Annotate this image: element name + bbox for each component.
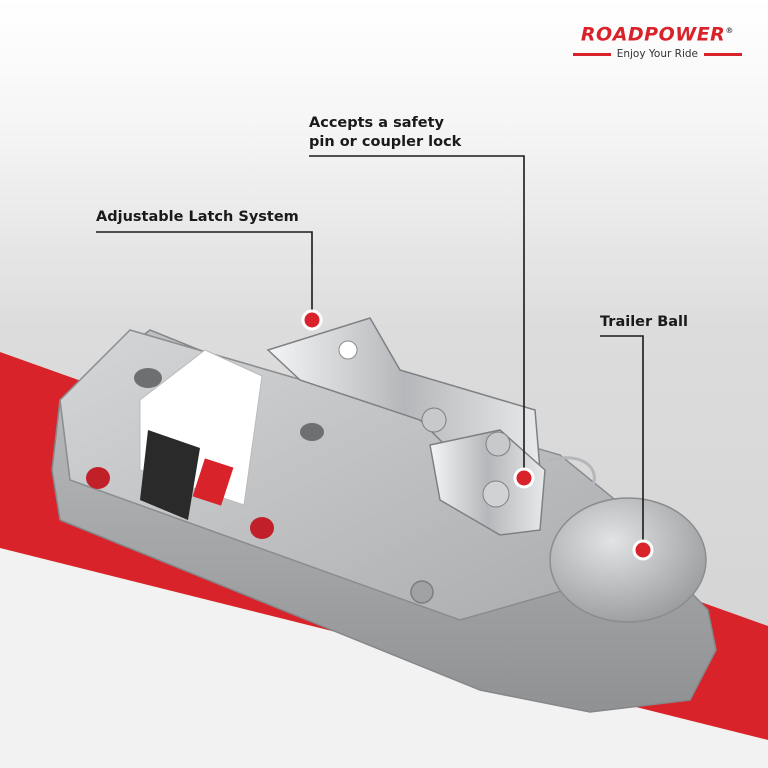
lock-pin xyxy=(482,480,510,508)
callout-safety-pin: Accepts a safety pin or coupler lock xyxy=(309,114,461,152)
product-label xyxy=(139,349,263,520)
callout-trailer-ball: Trailer Ball xyxy=(600,314,688,330)
side-hole xyxy=(86,467,110,489)
brand-name: ROADPOWER® xyxy=(580,23,734,46)
callout-safety-line2: pin or coupler lock xyxy=(309,134,462,150)
ball-housing xyxy=(549,497,707,623)
callout-latch-system: Adjustable Latch System xyxy=(96,209,299,225)
marker-ball xyxy=(632,539,654,561)
tube-hole xyxy=(134,368,162,388)
brand-tagline: Enjoy Your Ride xyxy=(616,48,698,61)
latch-mechanism xyxy=(429,429,546,536)
latch-bolt xyxy=(485,431,511,457)
rivet xyxy=(410,580,434,604)
safety-pin-ring xyxy=(547,456,596,501)
white-floor xyxy=(0,548,768,768)
leader-safety xyxy=(309,155,525,476)
brand-logo: ROADPOWER® Enjoy Your Ride xyxy=(572,20,742,61)
tagline-rule xyxy=(572,52,611,56)
latch-bolt xyxy=(421,407,447,433)
tube-hole xyxy=(300,423,324,441)
leader-ball xyxy=(600,335,644,548)
marker-latch xyxy=(301,309,323,331)
latch-hole xyxy=(338,340,358,360)
side-hole xyxy=(250,517,274,539)
marker-safety xyxy=(513,467,535,489)
callout-safety-line1: Accepts a safety xyxy=(309,115,445,131)
leader-latch xyxy=(96,231,313,318)
brand-tagline-row: Enjoy Your Ride xyxy=(572,48,742,61)
tagline-rule xyxy=(704,52,742,56)
